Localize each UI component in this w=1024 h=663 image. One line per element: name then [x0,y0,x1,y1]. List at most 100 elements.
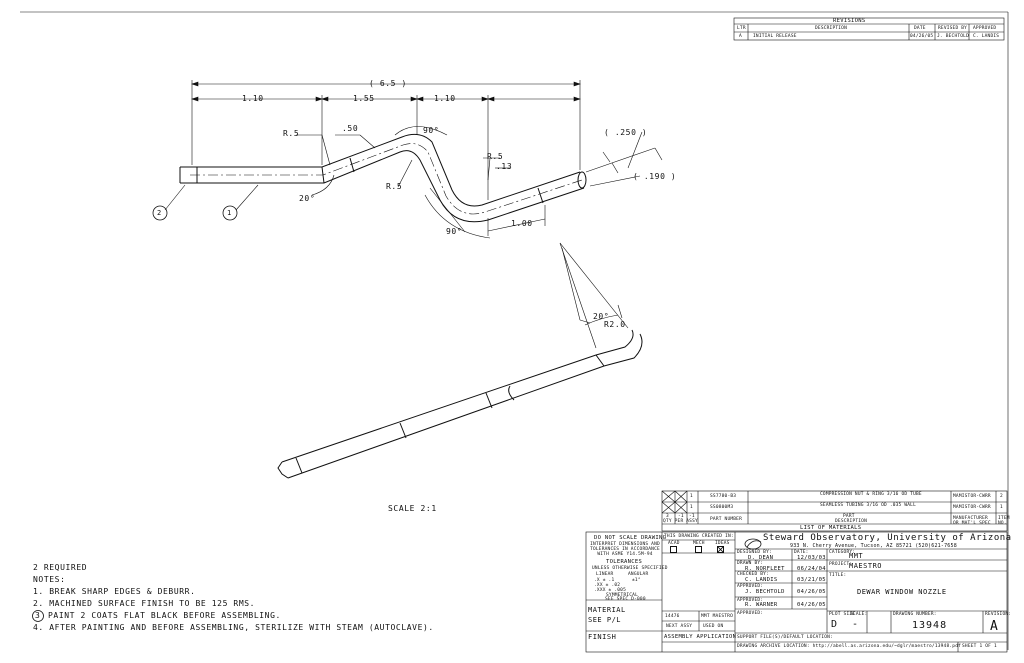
iso-radius: R2.0 [604,320,626,329]
notes-heading: NOTES: [33,575,66,584]
category-label: CATEGORY: [829,550,856,555]
designed-by-label: DESIGNED BY: [737,550,772,555]
support-files: SUPPORT FILE(S)/DEFAULT LOCATION: [737,635,834,640]
dim-r5-top: R.5 [283,129,300,138]
bom-row1-desc: COMPRESSION NUT & RING 3/16 OD TUBE [820,492,922,497]
revision-label: REVISION: [985,612,1012,617]
bom-row2-part: SS0800M3 [710,505,734,510]
approved1-date: 04/26/05 [797,589,826,595]
drawn-by-label: DRAWN BY: [737,561,764,566]
bom-row1-item: 2 [1000,494,1003,499]
checked-date: 03/21/05 [797,577,826,583]
bom-row1-part: SS7780-B3 [710,494,737,499]
category: MMT [849,552,864,560]
list-of-materials: LIST OF MATERIALS [800,525,862,531]
dim-13: .13 [496,162,513,171]
dim-190: ( .190 ) [633,172,677,181]
finish-label: FINISH [588,633,617,641]
dim-20: 20° [299,194,316,203]
rev-row-desc: INITIAL RELEASE [753,34,797,39]
rev-header-approved: APPROVED [973,26,997,31]
symmetrical: SYMMETRICAL [606,593,639,598]
project-label: PROJECT: [829,562,853,567]
bom-row2-mfr: MAMISTOR-CWRR [953,505,991,510]
linear-label: LINEAR [596,572,614,577]
designed-by: D. DEAN [748,555,774,561]
archive-location: DRAWING ARCHIVE LOCATION: http://abell.a… [737,644,962,649]
dim-90-bottom: 90° [446,227,463,236]
rev-row-approved: C. LANDIS [973,34,1000,39]
rev-header-ltr: LTR [737,26,746,31]
drawing-title: DEWAR WINDOW NOZZLE [857,588,947,596]
project: MAESTRO [849,562,883,570]
plot-size: D [831,619,839,630]
bom-row2-qty: 1 [690,505,693,510]
bom-header-qty-per-assy: QTY PER ASSY [663,519,698,524]
title-block-grid [585,531,1008,653]
rev-row-ltr: A [739,34,742,39]
bom-row1-mfr: MAMISTOR-CWRR [953,494,991,499]
tolerances-heading: TOLERANCES [606,559,643,565]
created-in: THIS DRAWING CREATED IN: [664,534,734,539]
scale-value: - [852,619,860,630]
ideas-label: IDEAS [715,541,730,546]
material-label: MATERIAL [588,606,626,614]
revisions-title: REVISIONS [833,18,866,24]
rev-header-revised: REVISED BY [938,26,968,31]
approved2-date: 04/26/05 [797,602,826,608]
dim-90-top: 90° [423,126,440,135]
acad-label: ACAD [668,541,680,546]
drawn-date: 06/24/04 [797,566,826,572]
used-on-label: USED ON [703,624,724,629]
sheet-number: SHEET 1 OF 1 [962,644,997,649]
tube-side-view [179,133,587,223]
qty-required: 2 REQUIRED [33,563,88,572]
dimension-lines [164,80,663,239]
designed-date: 12/03/03 [797,555,826,561]
bom-header-part: PART NUMBER [710,517,743,522]
bom-row1-qty: 1 [690,494,693,499]
interpret-note: INTERPRET DIMENSIONS AND TOLERANCES IN A… [590,542,660,557]
note-4: 4. AFTER PAINTING AND BEFORE ASSEMBLING,… [33,623,434,632]
bom-header-item: ITEM NO. [998,516,1010,526]
note-3: PAINT 2 COATS FLAT BLACK BEFORE ASSEMBLI… [48,611,281,620]
title-label: TITLE: [829,573,847,578]
approved2: R. WARNER [745,602,778,608]
balloon-2 [152,205,168,221]
dim-250: ( .250 ) [604,128,648,137]
tol-xx: .XX ± .02 [594,583,621,588]
tol-x: .X ± .1 [594,578,615,583]
bom-row2-item: 1 [1000,505,1003,510]
dim-50: .50 [342,124,359,133]
designed-date-label: DATE: [794,550,809,555]
next-assy-number: 14476 [665,614,680,619]
balloon-2-label: 2 [157,209,162,217]
dim-overall: ( 6.5 ) [369,79,407,88]
bom-header-desc: DESCRIPTION [835,519,868,524]
revisions-grid [733,17,1005,41]
next-assy-label: NEXT ASSY [666,624,693,629]
dim-1-00: 1.00 [511,219,533,228]
bom-header-part-top: PART [843,514,855,519]
rev-row-revised: J. BECHTOLD [937,34,970,39]
checked-by: C. LANDIS [745,577,778,583]
drawing-number: 13948 [912,620,948,631]
dim-r5-right: R.5 [487,152,504,161]
drawn-by: R. NORFLEET [745,566,785,572]
dim-1-10-right: 1.10 [434,94,456,103]
steward-logo [744,538,762,550]
revision-value: A [990,619,999,634]
balloon-1 [222,205,238,221]
dim-r5-lower: R.5 [386,182,403,191]
rev-row-date: 04/26/05 [910,34,934,39]
approved1: J. BECHTOLD [745,589,785,595]
bom-row2-desc: SEAMLESS TUBING 3/16 OD .035 WALL [820,503,917,508]
tol-xxx: .XXX ± .005 [594,588,627,593]
dim-1-10-left: 1.10 [242,94,264,103]
approved2-label: APPROVED: [737,598,764,603]
tube-iso-view [277,242,643,479]
bom-header-qty1: -1 [689,514,695,519]
checked-by-label: CHECKED BY: [737,572,770,577]
angular-label: ANGULAR [628,572,649,577]
